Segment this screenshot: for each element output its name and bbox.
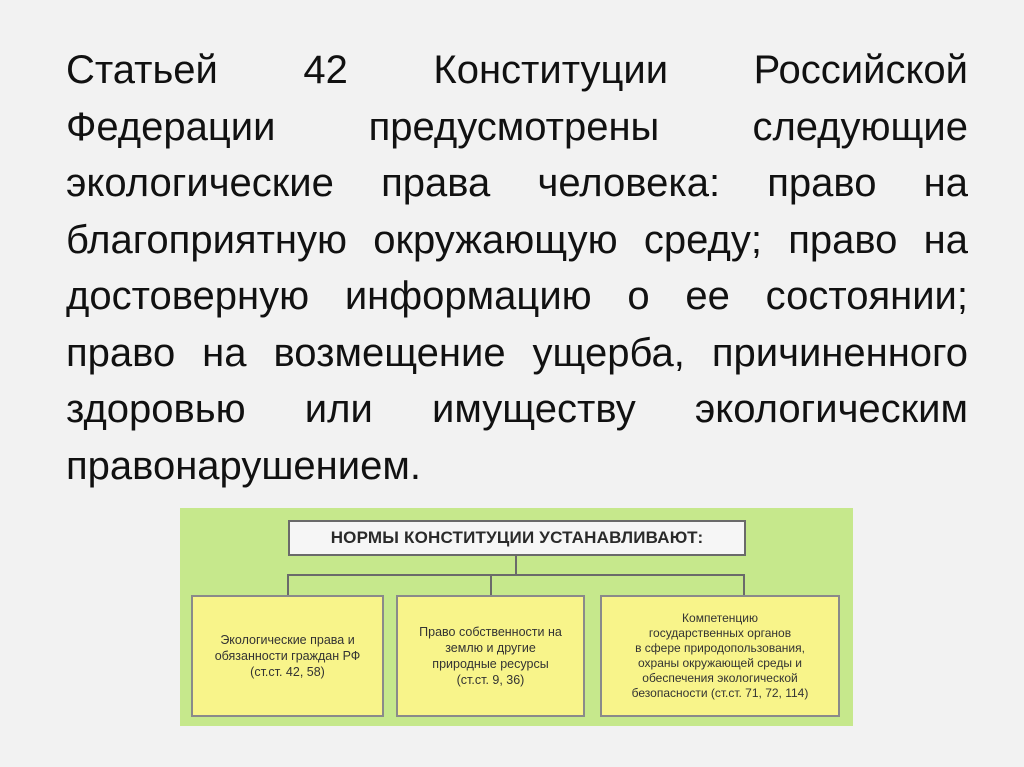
card-property-rights: Право собственности на землю и другие пр… — [396, 595, 585, 717]
connector-horizontal — [287, 574, 744, 576]
connector-drop-right — [743, 574, 745, 595]
card-ecological-rights-text: Экологические права и обязанности гражда… — [214, 633, 361, 679]
connector-drop-middle — [490, 574, 492, 595]
card-state-competence: Компетенцию государственных органов в сф… — [600, 595, 840, 717]
diagram-header-label: НОРМЫ КОНСТИТУЦИИ УСТАНАВЛИВАЮТ: — [330, 528, 704, 547]
main-paragraph: Статьей 42 Конституции Российской Федера… — [66, 48, 968, 488]
diagram-header-box: НОРМЫ КОНСТИТУЦИИ УСТАНАВЛИВАЮТ: — [288, 520, 752, 562]
card-state-competence-text: Компетенцию государственных органов в сф… — [631, 611, 809, 700]
connector-vertical-main — [515, 556, 517, 576]
connector-drop-left — [287, 574, 289, 595]
card-property-rights-text: Право собственности на землю и другие пр… — [419, 625, 562, 687]
card-ecological-rights: Экологические права и обязанности гражда… — [191, 595, 384, 717]
constitution-norms-diagram: НОРМЫ КОНСТИТУЦИИ УСТАНАВЛИВАЮТ: Экологи… — [180, 508, 853, 726]
